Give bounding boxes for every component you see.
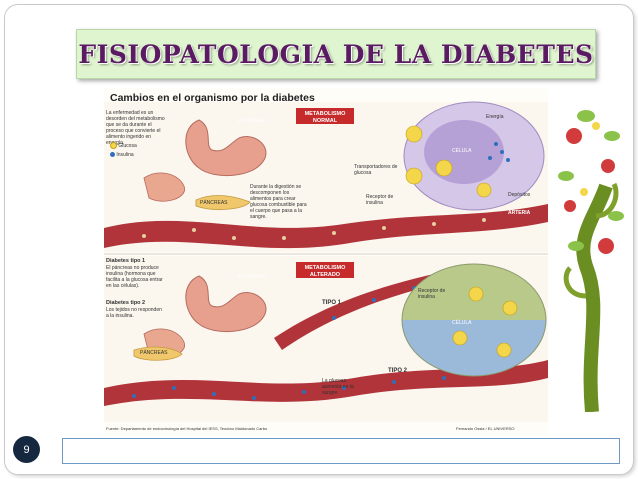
altered-metabolism-box: METABOLISMO ALTERADO — [304, 265, 346, 278]
transporters-label: Transportadores de glucosa — [354, 164, 398, 176]
intro-text: La enfermedad es un desorden del metabol… — [106, 110, 165, 146]
deposits-label: Depósitos — [508, 192, 531, 198]
type1-text: El páncreas no produce insulina (hormona… — [106, 265, 163, 289]
receptor-label-top: Receptor de insulina — [366, 194, 394, 206]
legend-glucose-label: Glucosa — [118, 142, 137, 149]
type1-title: Diabetes tipo 1 — [106, 258, 146, 264]
slide-title: FISIOPATOLOGIA DE LA DIABETES — [78, 39, 594, 69]
title-box: FISIOPATOLOGIA DE LA DIABETES — [76, 29, 596, 79]
tree-illustration — [558, 110, 624, 413]
receptor-label-bottom: Receptor de insulina — [418, 288, 446, 300]
legend-insulin: Insulina — [110, 152, 134, 158]
cell-label-bottom: CÉLULA — [452, 320, 472, 326]
type2-title: Diabetes tipo 2 — [106, 300, 146, 306]
insulin-icon — [110, 152, 115, 158]
source-note: Fuente: Departamento de endocrinología d… — [106, 426, 268, 431]
infographic-illustration — [104, 101, 548, 422]
pancreas-label-top: PÁNCREAS — [200, 200, 228, 206]
glucose-icon — [110, 142, 117, 149]
pancreas-label-bottom: PÁNCREAS — [140, 350, 168, 356]
stomach-label-top: ESTÓMAGO — [238, 118, 267, 124]
stomach-label-bottom: ESTÓMAGO — [238, 274, 267, 280]
tipo2-label: TIPO 2 — [388, 368, 408, 374]
credit-note: Fernando Ossia / EL UNIVERSO — [456, 426, 515, 431]
glucose-note: La glucosa aumenta en la sangre — [322, 378, 354, 396]
infographic-heading: Cambios en el organismo por la diabetes — [110, 92, 315, 104]
energy-label: Energía — [486, 114, 504, 120]
diabetes-infographic: Cambios en el organismo por la diabetes … — [104, 88, 548, 436]
normal-metabolism-box: METABOLISMO NORMAL — [304, 111, 346, 124]
legend-insulin-label: Insulina — [116, 152, 134, 158]
artery-label: ARTERIA — [508, 210, 531, 216]
page-number-badge: 9 — [13, 436, 40, 463]
decorative-tree — [556, 96, 626, 413]
cell-label-top: CÉLULA — [452, 148, 472, 154]
legend-glucose: Glucosa — [110, 142, 137, 149]
type2-text: Los tejidos no responden a la insulina. — [106, 307, 162, 319]
tipo1-label: TIPO 1 — [322, 300, 342, 306]
footer-bar — [62, 438, 620, 464]
digestion-note: Durante la digestión se descomponen los … — [250, 184, 307, 220]
